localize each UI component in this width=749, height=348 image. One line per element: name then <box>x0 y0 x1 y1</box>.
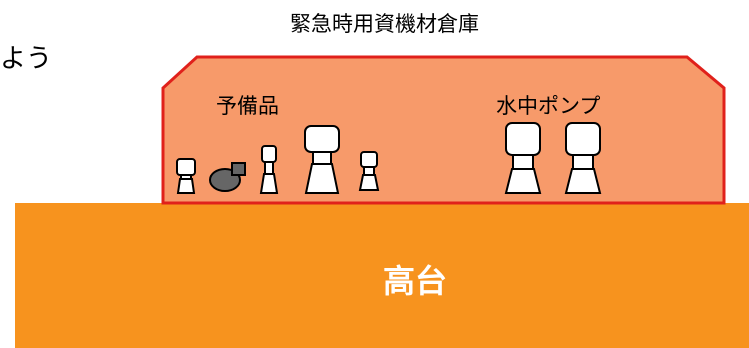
submersible-pumps-group <box>504 122 602 194</box>
blower-icon <box>209 162 246 192</box>
warehouse-title: 緊急時用資機材倉庫 <box>290 12 479 36</box>
plateau <box>15 203 749 348</box>
plateau-label: 高台 <box>383 262 448 300</box>
submersible-pump-icon <box>564 122 602 194</box>
warehouse-building <box>161 55 726 205</box>
thin-pump-icon <box>259 145 279 194</box>
large-pump-icon <box>304 125 340 194</box>
spare-parts-label: 予備品 <box>216 94 279 118</box>
cut-off-text-fragment: よう <box>0 44 53 74</box>
submersible-pump-icon <box>504 122 542 194</box>
spare-parts-group <box>176 125 380 194</box>
small-pump-icon <box>176 158 196 194</box>
submersible-pumps-label: 水中ポンプ <box>496 94 601 118</box>
small-pump-icon <box>358 151 380 191</box>
